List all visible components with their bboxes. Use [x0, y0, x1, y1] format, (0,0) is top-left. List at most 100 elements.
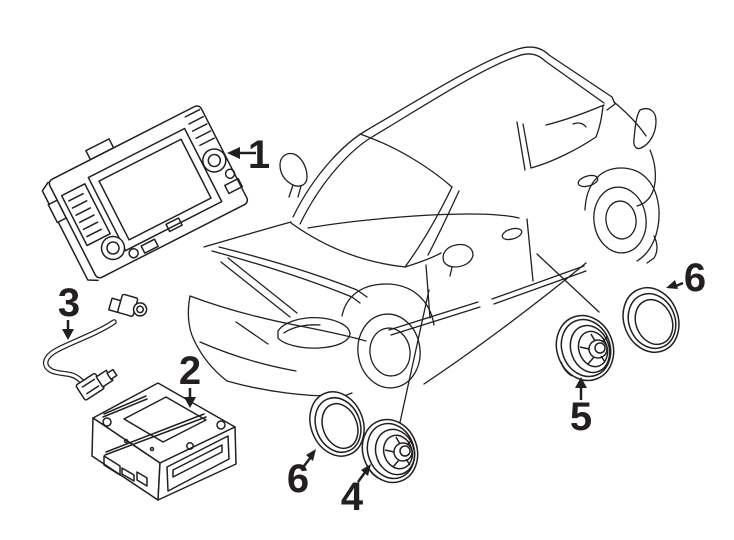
leader-line-front-speaker	[398, 289, 430, 428]
callout-3[interactable]: 3	[58, 281, 80, 340]
body-bottom	[423, 262, 587, 385]
bumper-left	[187, 295, 228, 382]
quarter-window-sill	[530, 105, 604, 169]
hood-left-edge	[203, 221, 292, 248]
callout-2[interactable]: 2	[179, 349, 201, 408]
radio-right-knob-center	[207, 153, 222, 168]
callout-4-arrowhead	[361, 464, 371, 476]
roofline-inner	[299, 53, 605, 225]
amp-top-strip-2	[104, 413, 207, 456]
hood-crease-2	[218, 246, 368, 298]
ring-front-inner	[321, 402, 359, 450]
rear-door-speaker[interactable]	[547, 307, 622, 388]
rear-wheel-arch	[584, 167, 660, 262]
speaker-trim-ring-rear[interactable]	[614, 279, 689, 360]
callout-1[interactable]: 1	[227, 133, 270, 177]
radio-left-knob[interactable]	[98, 233, 129, 264]
radio-head-unit[interactable]	[34, 95, 250, 285]
callout-4-label[interactable]: 4	[341, 475, 364, 519]
callout-1-arrowhead	[227, 147, 240, 159]
speaker5-rim-inner	[560, 318, 612, 378]
radio-screen[interactable]	[98, 138, 212, 241]
ring-rear-mid	[627, 292, 677, 350]
antenna-cable[interactable]	[43, 292, 149, 401]
rear-body-edge	[636, 149, 657, 207]
leader-line-rear-speaker	[536, 253, 600, 313]
ring-rear-inner	[634, 298, 674, 346]
radio-right-small-button[interactable]	[224, 168, 236, 180]
cable-top-connector	[108, 293, 148, 317]
amp-drive-slot[interactable]	[172, 444, 223, 478]
front-wheel-hub	[369, 327, 411, 377]
speaker5-rim-depth	[560, 361, 573, 377]
callout-2-label[interactable]: 2	[179, 349, 201, 393]
speaker5-spokes	[579, 333, 608, 365]
amplifier-unit[interactable]	[91, 382, 237, 501]
front-wheel	[357, 313, 421, 389]
bumper-crease	[199, 341, 297, 372]
callout-6-front[interactable]: 6	[287, 449, 316, 501]
near-mirror-stem	[288, 184, 302, 198]
cable-core	[44, 320, 116, 387]
beltline	[307, 213, 520, 229]
amp-top-strip-1	[102, 395, 148, 418]
callout-5-label[interactable]: 5	[570, 395, 592, 439]
radio-bottom-small-slot	[140, 238, 159, 254]
speaker4-spokes	[384, 436, 413, 468]
callout-1-label[interactable]: 1	[248, 133, 270, 177]
amp-right-face	[157, 426, 237, 501]
amp-connector-1	[103, 455, 121, 476]
windshield-right	[404, 186, 453, 268]
callout-3-arrowhead	[62, 329, 74, 340]
callout-4[interactable]: 4	[341, 464, 371, 519]
radio-right-button-ticks[interactable]	[184, 108, 215, 147]
roofline-outer	[292, 46, 613, 218]
amp-screw-3	[186, 442, 194, 450]
cable-bottom-connector	[75, 368, 118, 401]
windshield-top	[359, 133, 453, 188]
callout-3-label[interactable]: 3	[58, 281, 80, 325]
callout-6-front-label[interactable]: 6	[287, 457, 309, 501]
radio-right-knob[interactable]	[199, 145, 230, 176]
amp-connector-3	[136, 471, 148, 487]
speaker5-dome	[594, 342, 606, 354]
far-mirror-stem	[449, 266, 453, 277]
far-mirror	[442, 243, 474, 268]
ring-rear-outer	[622, 287, 680, 353]
cowl-line	[404, 252, 442, 268]
callout-5[interactable]: 5	[570, 377, 592, 439]
front-wheel-arch	[341, 283, 435, 326]
ring-front-outer	[309, 391, 365, 457]
grille-slat-small	[235, 321, 269, 345]
radio-left-button-panel	[60, 183, 111, 247]
callout-6-rear[interactable]: 6	[666, 256, 706, 300]
radio-left-button-ticks[interactable]	[68, 192, 102, 238]
far-a-pillar	[427, 190, 460, 256]
callout-6-front-arrowhead	[306, 449, 316, 461]
sill-lines-front	[388, 301, 481, 336]
radio-bottom-small-button[interactable]	[128, 247, 140, 259]
sill-lines-rear	[491, 265, 587, 305]
ring-front-mid	[314, 397, 362, 453]
callout-6-rear-label[interactable]: 6	[684, 256, 706, 300]
amp-screw-2	[216, 420, 226, 430]
speaker-trim-ring-front[interactable]	[301, 384, 374, 465]
radio-side-depth	[41, 181, 99, 282]
speaker5-basket	[569, 324, 611, 374]
callout-5-arrowhead	[575, 377, 587, 388]
hood-crease-1	[211, 250, 361, 304]
radio-left-knob-center	[106, 241, 120, 255]
front-door-speaker[interactable]	[354, 412, 427, 491]
headlight-inner	[283, 324, 321, 334]
callout-6-front-stem	[303, 456, 312, 467]
speaker4-dome	[399, 445, 411, 457]
headlight	[277, 316, 351, 349]
rear-wheel-hub	[605, 200, 637, 240]
b-pillar	[516, 121, 532, 171]
grille-slats	[220, 257, 298, 318]
windshield-bottom	[290, 222, 406, 268]
amp-drive-panel	[166, 435, 230, 492]
callout-2-arrowhead	[184, 397, 196, 408]
rear-wheel	[593, 186, 647, 254]
